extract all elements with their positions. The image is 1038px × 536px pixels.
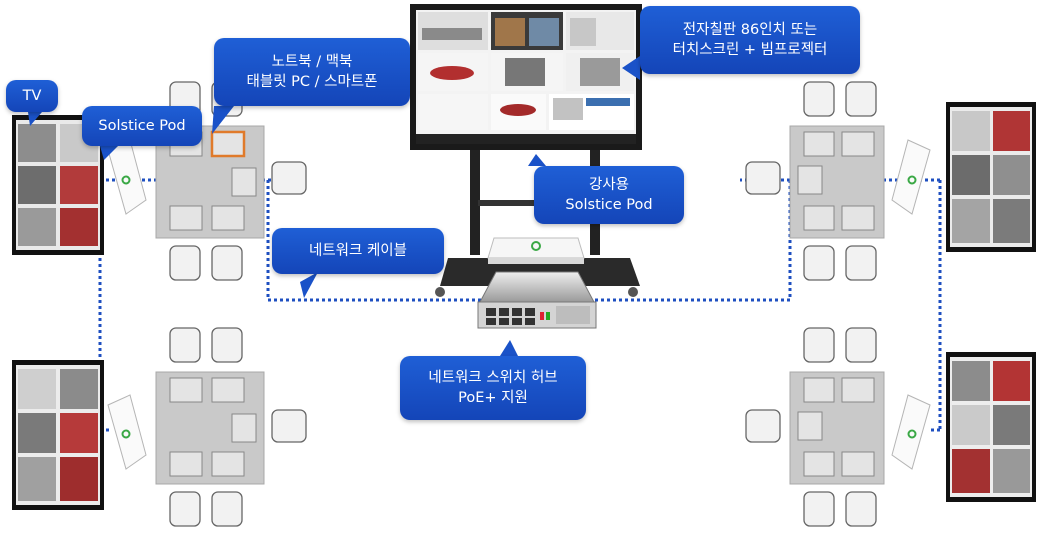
interactive-board-label: 전자칠판 86인치 또는 터치스크린 + 빔프로젝터 — [640, 6, 860, 74]
instructor-solstice-pod-device — [487, 237, 585, 264]
table-group-top-right — [745, 81, 885, 281]
laptop-devices-label: 노트북 / 맥북 태블릿 PC / 스마트폰 — [214, 38, 410, 106]
tv-top-right — [946, 102, 1036, 252]
solstice-pod-top-right — [891, 139, 931, 215]
interactive-board-line2: 터치스크린 + 빔프로젝터 — [672, 42, 828, 58]
tv-top-left — [12, 115, 104, 255]
table-group-top-left — [155, 81, 307, 281]
interactive-board-line1: 전자칠판 86인치 또는 — [682, 22, 818, 38]
network-cable-label-text: 네트워크 케이블 — [309, 243, 407, 259]
tv-bottom-left — [12, 360, 104, 510]
instructor-pod-line1: 강사용 — [588, 177, 630, 193]
instructor-pod-label: 강사용 Solstice Pod — [534, 166, 684, 224]
solstice-pod-bottom-left — [107, 394, 147, 470]
solstice-pod-top-left — [107, 139, 147, 215]
tv-label: TV — [6, 80, 58, 112]
solstice-pod-bottom-right — [891, 394, 931, 470]
table-group-bottom-right — [745, 327, 885, 527]
tv-label-text: TV — [22, 88, 42, 104]
network-switch-line2: PoE+ 지원 — [458, 390, 528, 406]
network-switch-line1: 네트워크 스위치 허브 — [428, 370, 558, 386]
laptop-devices-line2: 태블릿 PC / 스마트폰 — [246, 74, 378, 90]
table-group-bottom-left — [155, 327, 307, 527]
network-switch-label: 네트워크 스위치 허브 PoE+ 지원 — [400, 356, 586, 420]
laptop-devices-line1: 노트북 / 맥북 — [271, 54, 353, 70]
network-cable-label: 네트워크 케이블 — [272, 228, 444, 274]
network-switch-device — [477, 271, 597, 329]
instructor-pod-line2: Solstice Pod — [565, 197, 653, 213]
solstice-pod-label-text: Solstice Pod — [98, 118, 186, 134]
solstice-pod-label: Solstice Pod — [82, 106, 202, 146]
callout-pointers — [28, 56, 640, 356]
interactive-board-screen — [410, 4, 642, 150]
tv-bottom-right — [946, 352, 1036, 502]
